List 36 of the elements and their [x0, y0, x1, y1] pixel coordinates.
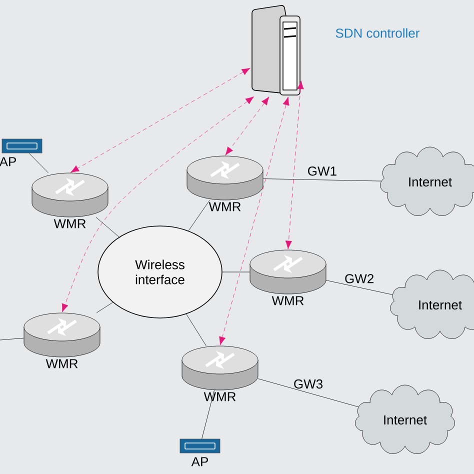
- link-line: [96, 302, 113, 313]
- link-line: [263, 178, 382, 182]
- router-icon: [182, 346, 258, 390]
- link-line: [28, 153, 48, 173]
- arrow: [285, 80, 304, 250]
- cloud: Internet: [390, 270, 474, 339]
- arrow: [219, 96, 290, 346]
- access-point-icon: [180, 438, 220, 454]
- router-icon: [250, 250, 326, 294]
- router-icon: [186, 156, 264, 200]
- edge-label: GW2: [345, 274, 374, 284]
- link-line: [188, 200, 210, 231]
- router-icon: [32, 172, 108, 218]
- link-line: [326, 280, 393, 295]
- link-line: [96, 217, 120, 238]
- access-point-icon: [2, 138, 42, 154]
- node-caption: WMR: [54, 219, 86, 228]
- node-caption: WMR: [272, 296, 304, 306]
- router-icon: [24, 312, 100, 358]
- server-drawing: [252, 5, 300, 96]
- edge-label: GW3: [294, 379, 323, 389]
- arrow: [225, 96, 270, 156]
- cloud: Internet: [380, 146, 474, 216]
- arrow: [70, 68, 250, 173]
- cloud: Internet: [355, 384, 455, 454]
- node-caption: WMR: [204, 392, 236, 402]
- link-line: [202, 390, 215, 439]
- edge-label: GW1: [308, 166, 336, 176]
- node-caption: AP: [191, 457, 208, 466]
- link-line: [0, 338, 24, 340]
- node-caption: WMR: [46, 359, 78, 368]
- arrow: [62, 96, 254, 312]
- node-caption: SDN controller: [336, 28, 420, 38]
- node-caption: WMR: [208, 202, 241, 212]
- link-line: [258, 378, 359, 408]
- link-line: [186, 314, 206, 346]
